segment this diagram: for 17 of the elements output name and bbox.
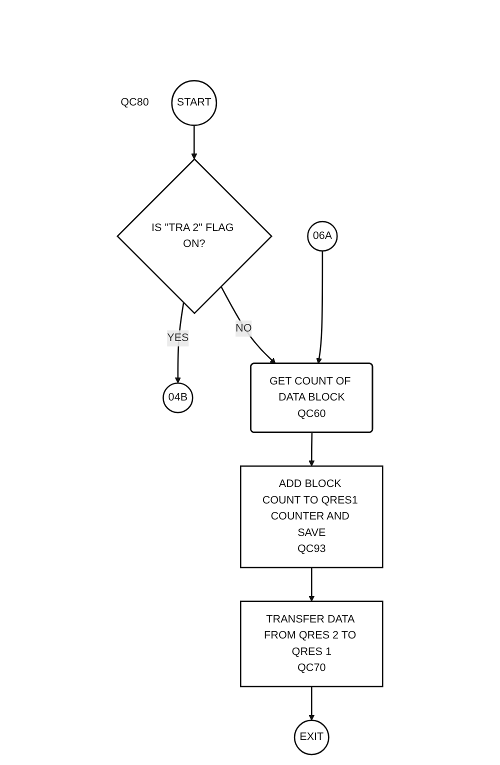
arrow xyxy=(191,125,198,160)
node-box: TRANSFER DATA FROM QRES 2 TO QRES 1 QC70 xyxy=(240,600,384,688)
node-diamond: IS "TRA 2" FLAG ON? xyxy=(116,158,272,314)
node-box: ADD BLOCK COUNT TO QRES1 COUNTER AND SAVE QC93 xyxy=(240,465,384,568)
edge-label: NO xyxy=(236,322,252,334)
arrow xyxy=(308,432,315,466)
arrow xyxy=(174,302,184,384)
node-circle: START xyxy=(171,80,218,126)
edge-label: YES xyxy=(167,332,189,344)
arrow xyxy=(308,568,315,602)
arrow xyxy=(220,286,276,364)
node-circle: 04B xyxy=(162,382,194,414)
node-circle: EXIT xyxy=(294,720,330,756)
node-label: QC80 xyxy=(120,96,149,108)
arrow xyxy=(308,686,315,721)
node-circle: 06A xyxy=(307,220,338,252)
arrow xyxy=(316,250,324,364)
